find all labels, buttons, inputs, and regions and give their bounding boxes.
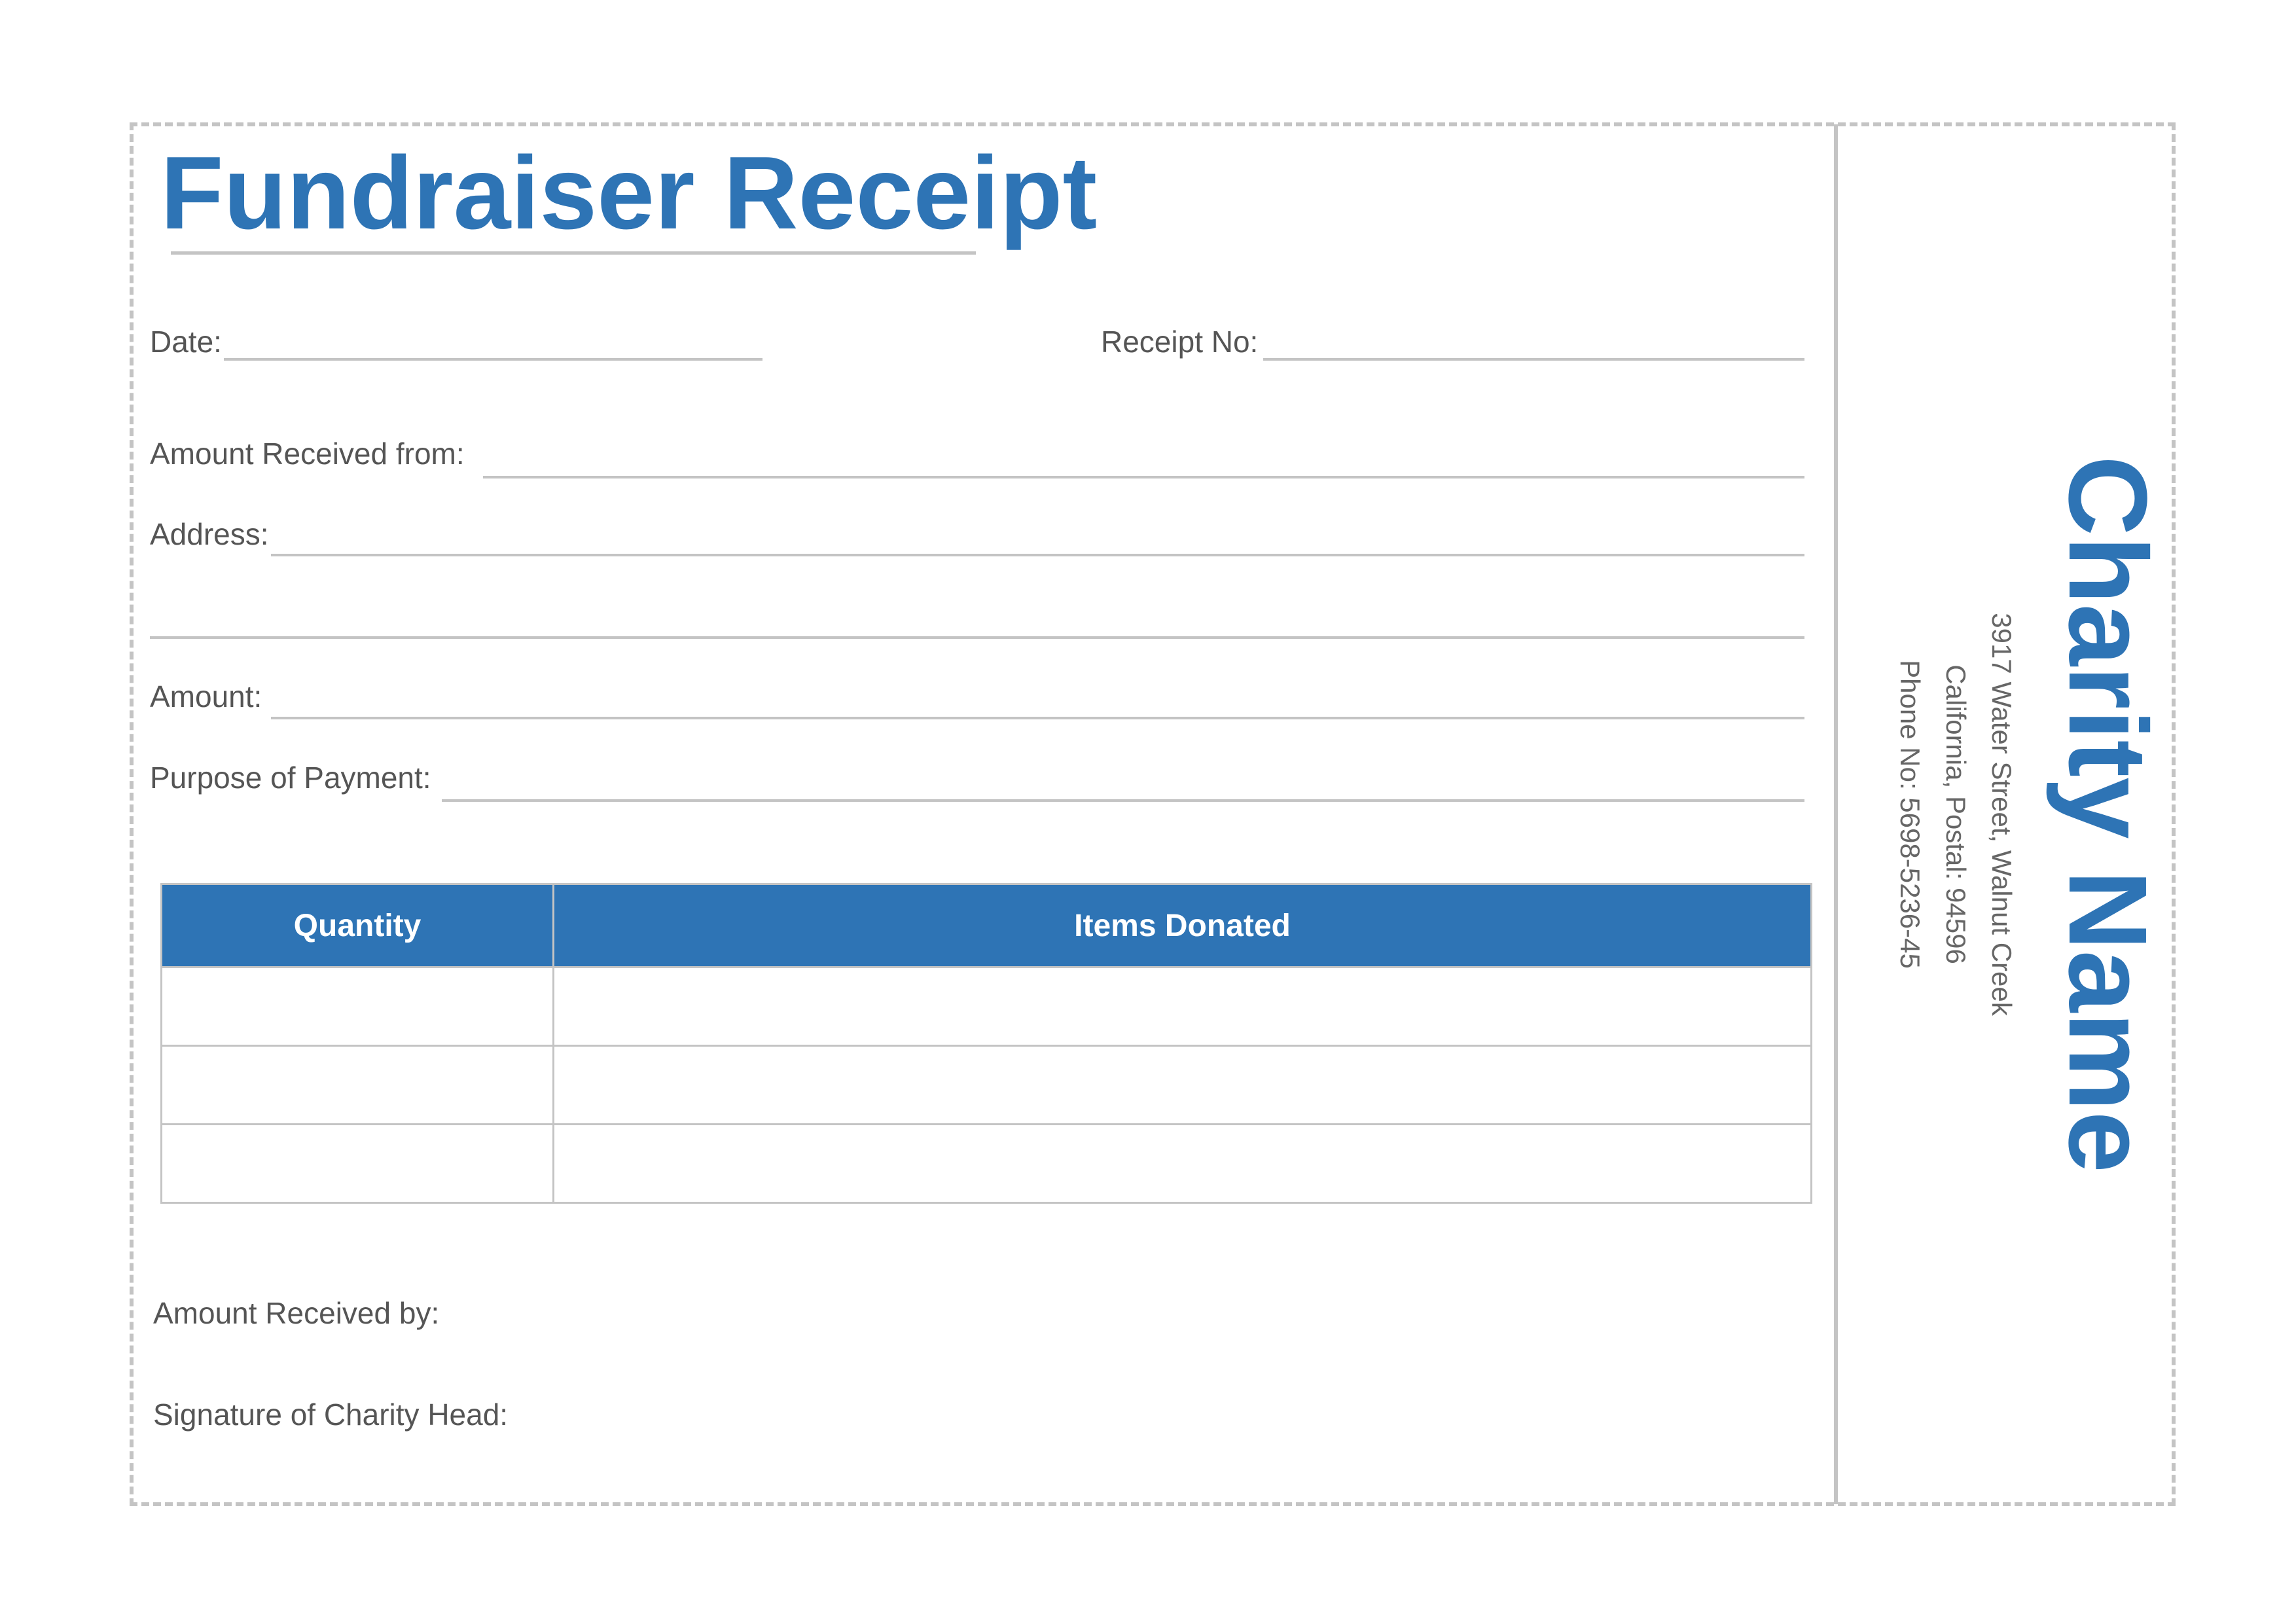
donation-table: Quantity Items Donated — [160, 883, 1812, 1204]
charity-address-line2: California, Postal: 94596 — [1941, 664, 1971, 964]
received-from-field[interactable] — [483, 476, 1804, 478]
table-row — [160, 1123, 1812, 1204]
amount-field[interactable] — [271, 717, 1804, 719]
charity-address-line1: 3917 Water Street, Walnut Creek — [1986, 613, 2017, 1016]
amount-label: Amount: — [150, 679, 262, 713]
quantity-header: Quantity — [160, 883, 554, 968]
charity-phone: Phone No: 5698-5236-45 — [1895, 660, 1926, 969]
quantity-cell[interactable] — [160, 1045, 554, 1125]
charity-contact: 3917 Water Street, Walnut Creek Californ… — [1887, 422, 2024, 1207]
quantity-cell[interactable] — [160, 1123, 554, 1204]
date-label: Date: — [150, 325, 222, 359]
received-by-label: Amount Received by: — [153, 1296, 440, 1330]
page-title: Fundraiser Receipt — [160, 135, 1098, 251]
items-donated-header: Items Donated — [552, 883, 1812, 968]
charity-name: Charity Name — [2045, 456, 2170, 1173]
address-label: Address: — [150, 517, 269, 551]
signature-label: Signature of Charity Head: — [153, 1398, 509, 1432]
address-field[interactable] — [271, 554, 1804, 556]
stub-divider — [1834, 124, 1838, 1504]
charity-stub: Charity Name 3917 Water Street, Walnut C… — [1887, 422, 2170, 1207]
quantity-cell[interactable] — [160, 966, 554, 1047]
address-field-line2[interactable] — [150, 636, 1804, 639]
received-from-label: Amount Received from: — [150, 437, 465, 471]
receipt-no-label: Receipt No: — [1101, 325, 1259, 359]
items-cell[interactable] — [552, 1045, 1812, 1125]
table-row — [160, 966, 1812, 1047]
purpose-label: Purpose of Payment: — [150, 761, 431, 795]
title-underline — [171, 251, 976, 255]
receipt-no-field[interactable] — [1263, 358, 1804, 361]
receipt-cut-border — [130, 122, 2176, 1506]
purpose-field[interactable] — [442, 799, 1804, 802]
table-row — [160, 1045, 1812, 1125]
items-cell[interactable] — [552, 1123, 1812, 1204]
items-cell[interactable] — [552, 966, 1812, 1047]
date-field[interactable] — [224, 358, 762, 361]
